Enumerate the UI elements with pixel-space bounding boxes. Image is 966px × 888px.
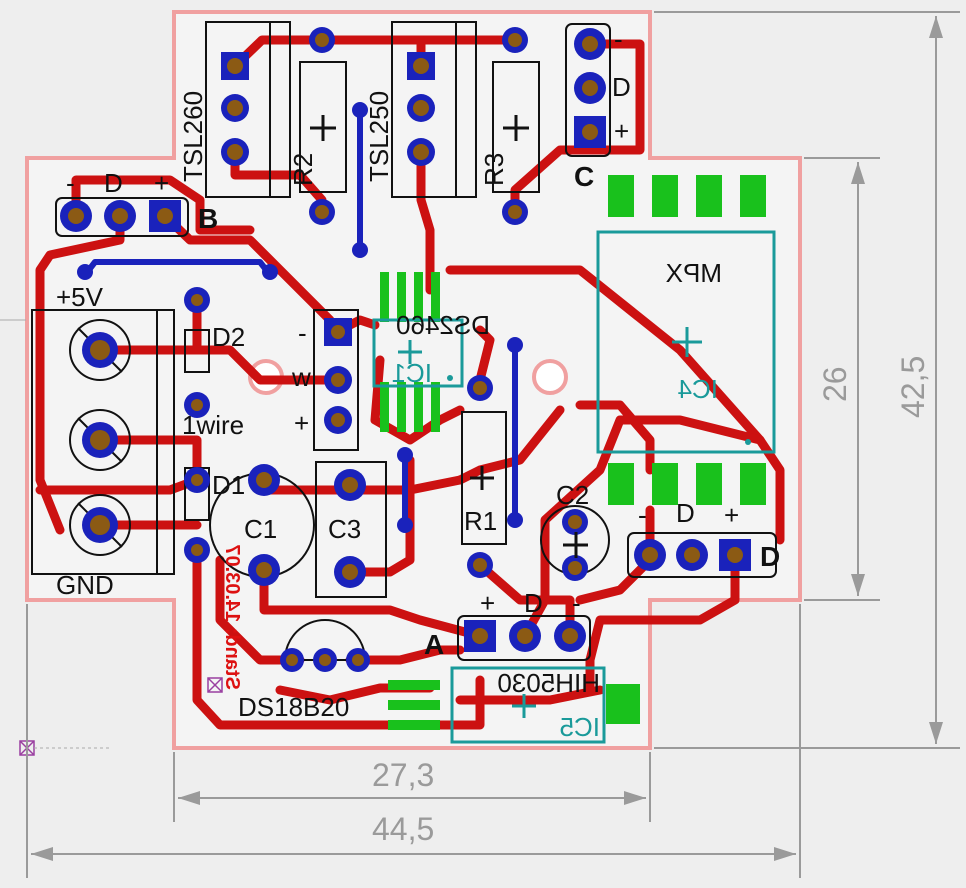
mounting-hole-right	[532, 359, 568, 395]
connector-b-name: B	[198, 203, 218, 234]
origin-marker-stamp	[207, 677, 223, 693]
label-ic5: IC5	[560, 712, 600, 742]
dim-inner-height: 26	[817, 366, 853, 402]
connector-a-pin1: +	[480, 588, 495, 618]
label-d1: D1	[212, 470, 245, 500]
ic-outlines	[372, 230, 776, 744]
label-ic1: IC1	[392, 358, 432, 388]
polarity-marks	[310, 115, 588, 558]
connector-d-pin1: -	[638, 500, 647, 530]
connector-a-pin2: D	[524, 588, 543, 618]
date-stamp: Stand: 14.03.07	[221, 544, 243, 690]
label-plus5v: +5V	[56, 282, 104, 312]
label-hih5030: HIH5030	[497, 668, 600, 698]
label-ic4: IC4	[678, 374, 718, 404]
label-r1: R1	[464, 506, 497, 536]
label-tsl260: TSL260	[178, 91, 208, 182]
dim-outer-width: 44,5	[372, 811, 434, 847]
smd-pads	[380, 175, 766, 730]
dimension-lines	[26, 11, 960, 878]
dim-inner-width: 27,3	[372, 757, 434, 793]
ic-marks	[398, 327, 702, 718]
label-tsl250: TSL250	[364, 91, 394, 182]
connector-w-name: w	[291, 362, 311, 392]
connector-a-name: A	[424, 629, 444, 660]
label-mpx: MPX	[666, 258, 722, 288]
silkscreen	[31, 21, 777, 661]
connector-c-name: C	[574, 161, 594, 192]
label-onewire: 1wire	[182, 410, 244, 440]
dim-outer-height: 42,5	[895, 356, 931, 418]
label-c2: C2	[556, 480, 589, 510]
connector-w-pin2: +	[294, 408, 309, 438]
connector-b-pin1: -	[66, 168, 75, 198]
drill-holes	[68, 33, 743, 666]
label-ds2460: DS2460	[396, 310, 490, 340]
connector-b-pin3: +	[154, 168, 169, 198]
connector-w-pin1: -	[298, 318, 307, 348]
connector-b-pin2: D	[104, 168, 123, 198]
connector-a-pin3: -	[572, 588, 581, 618]
connector-c-pin1: -	[614, 24, 623, 54]
label-c1: C1	[244, 514, 277, 544]
label-gnd: GND	[56, 570, 114, 600]
connector-d-pin3: +	[724, 500, 739, 530]
connector-d-name: D	[760, 541, 780, 572]
label-ds18b20: DS18B20	[238, 692, 349, 722]
connector-c-pin2: D	[612, 72, 631, 102]
label-c3: C3	[328, 514, 361, 544]
label-r3: R3	[479, 153, 509, 186]
label-r2: R2	[288, 153, 318, 186]
label-d2: D2	[212, 322, 245, 352]
connector-c-pin3: +	[614, 116, 629, 146]
connector-d-pin2: D	[676, 498, 695, 528]
